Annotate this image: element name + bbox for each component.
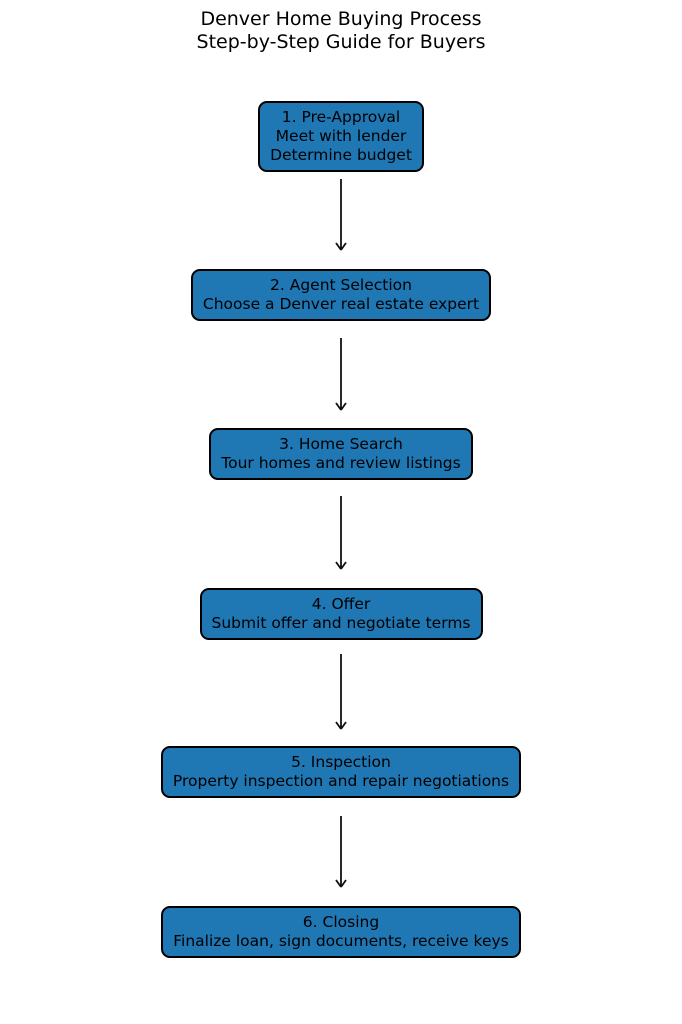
step-heading: 1. Pre-Approval <box>281 108 401 126</box>
arrow-down-icon <box>335 179 347 251</box>
step-heading: 6. Closing <box>302 913 380 931</box>
step-3: 3. Home Search Tour homes and review lis… <box>0 428 682 480</box>
step-box-closing: 6. Closing Finalize loan, sign documents… <box>161 906 521 958</box>
step-desc: Finalize loan, sign documents, receive k… <box>173 932 509 950</box>
step-box-inspection: 5. Inspection Property inspection and re… <box>160 746 522 798</box>
diagram-title-line2: Step-by-Step Guide for Buyers <box>196 30 486 53</box>
step-desc: Meet with lender <box>275 127 407 145</box>
step-box-offer: 4. Offer Submit offer and negotiate term… <box>199 588 483 640</box>
step-desc: Property inspection and repair negotiati… <box>172 772 510 790</box>
step-1: 1. Pre-Approval Meet with lender Determi… <box>0 101 682 172</box>
step-desc: Submit offer and negotiate terms <box>211 614 471 632</box>
step-heading: 5. Inspection <box>291 753 391 771</box>
arrow-down-icon <box>335 816 347 888</box>
step-heading: 3. Home Search <box>279 435 403 453</box>
arrow-down-icon <box>335 338 347 411</box>
step-heading: 4. Offer <box>311 595 371 613</box>
arrow-down-icon <box>335 496 347 570</box>
step-6: 6. Closing Finalize loan, sign documents… <box>0 906 682 958</box>
arrow-down-icon <box>335 654 347 730</box>
step-4: 4. Offer Submit offer and negotiate term… <box>0 588 682 640</box>
diagram-title: Denver Home Buying Process Step-by-Step … <box>0 8 682 53</box>
step-box-pre-approval: 1. Pre-Approval Meet with lender Determi… <box>258 101 424 172</box>
step-box-agent-selection: 2. Agent Selection Choose a Denver real … <box>190 269 492 321</box>
step-desc: Determine budget <box>270 146 412 164</box>
step-5: 5. Inspection Property inspection and re… <box>0 746 682 798</box>
step-desc: Tour homes and review listings <box>221 454 461 472</box>
step-box-home-search: 3. Home Search Tour homes and review lis… <box>209 428 473 480</box>
step-desc: Choose a Denver real estate expert <box>202 295 480 313</box>
diagram-title-line1: Denver Home Buying Process <box>200 8 482 30</box>
step-2: 2. Agent Selection Choose a Denver real … <box>0 269 682 321</box>
step-heading: 2. Agent Selection <box>270 276 412 294</box>
